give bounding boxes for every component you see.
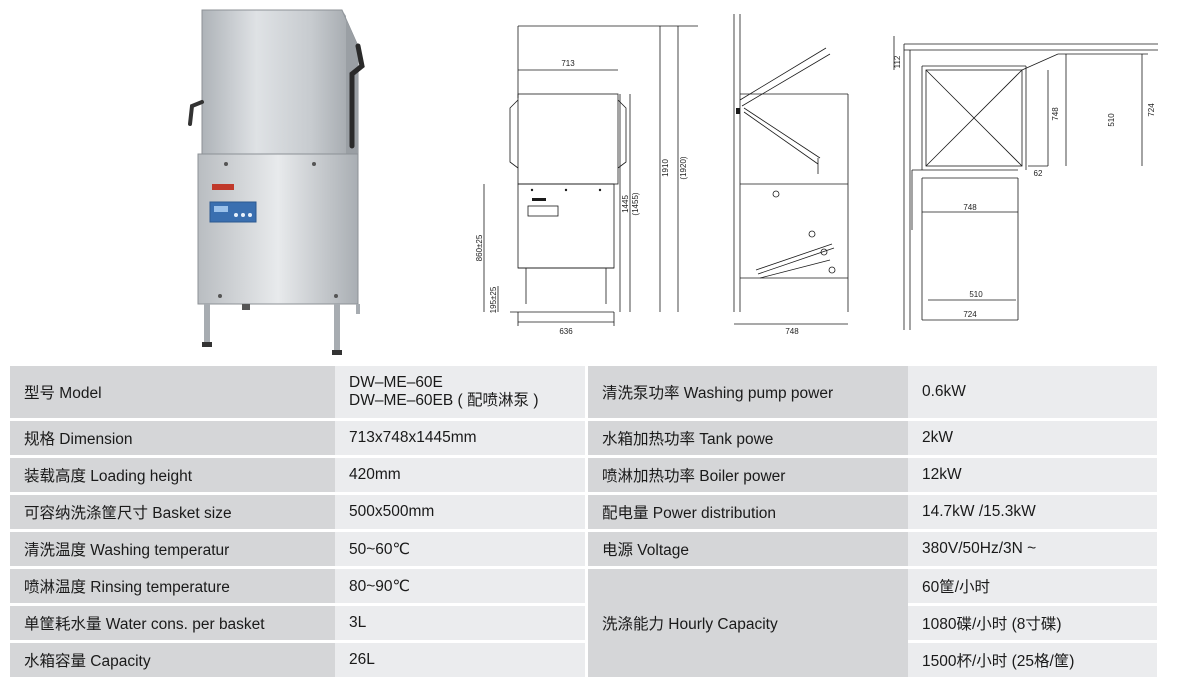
- spec-row-rinsing-temperature: 喷淋温度 Rinsing temperature 80~90℃ 洗涤能力 Hou…: [10, 569, 1157, 680]
- front-view-drawing: 713 1445 (1455) 1910 (1920) 860±25 195±2…: [475, 25, 698, 336]
- spec-row-water-consumption: 单筐耗水量 Water cons. per basket 3L 1080碟/小时…: [10, 606, 1157, 643]
- dim-plan-width: 748: [963, 203, 977, 212]
- dim-open-height: 1910: [661, 159, 670, 177]
- dim-plan-total: 724: [1147, 103, 1156, 117]
- spec-value: 80~90℃: [335, 569, 585, 606]
- spec-label: 可容纳洗涤筐尺寸 Basket size: [10, 495, 335, 532]
- spec-label: 型号 Model: [10, 366, 335, 421]
- spec-value: 1080碟/小时 (8寸碟): [908, 606, 1157, 643]
- spec-value: 3L: [335, 606, 585, 643]
- spec-value: 2kW: [908, 421, 1157, 458]
- spec-value: 380V/50Hz/3N ~: [908, 532, 1157, 569]
- spec-label: 配电量 Power distribution: [588, 495, 908, 532]
- dim-plan-top: 112: [893, 55, 902, 68]
- column-gap: [585, 421, 588, 458]
- dim-open-height-alt: (1920): [679, 156, 688, 179]
- dim-loading-height: 860±25: [475, 234, 484, 261]
- spec-label: 水箱加热功率 Tank powe: [588, 421, 908, 458]
- dim-height-alt: (1455): [631, 192, 640, 215]
- spec-label: 单筐耗水量 Water cons. per basket: [10, 606, 335, 643]
- spec-row-washing-temperature: 清洗温度 Washing temperatur 50~60℃ 电源 Voltag…: [10, 532, 1157, 569]
- spec-label: 装载高度 Loading height: [10, 458, 335, 495]
- spec-value: 420mm: [335, 458, 585, 495]
- spec-label-hourly-capacity: 洗涤能力 Hourly Capacity: [588, 569, 908, 680]
- dim-depth: 748: [785, 327, 799, 336]
- column-gap: [585, 569, 588, 606]
- spec-value: 1500杯/小时 (25格/筐): [908, 643, 1157, 680]
- spec-value: 12kW: [908, 458, 1157, 495]
- dim-plan-outer: 724: [963, 310, 977, 319]
- spec-row-loading-height: 装载高度 Loading height 420mm 喷淋加热功率 Boiler …: [10, 458, 1157, 495]
- dim-plan-basket: 510: [1107, 113, 1116, 127]
- dim-leg-height: 195±25: [489, 286, 498, 313]
- side-view-drawing: 748: [733, 14, 849, 336]
- spec-value: 50~60℃: [335, 532, 585, 569]
- dishwasher-photo: [188, 9, 365, 355]
- column-gap: [585, 495, 588, 532]
- spec-row-tank-capacity: 水箱容量 Capacity 26L 1500杯/小时 (25格/筐): [10, 643, 1157, 680]
- spec-value: 26L: [335, 643, 585, 680]
- dim-width: 713: [561, 59, 575, 68]
- spec-value: 0.6kW: [908, 366, 1157, 421]
- plan-view-drawing: 112 748 510 724 62 748 510 724: [893, 36, 1158, 330]
- dim-plan-offset: 62: [1034, 169, 1043, 178]
- spec-value-line: DW–ME–60E: [349, 374, 443, 391]
- dim-plan-depth: 748: [1051, 107, 1060, 121]
- spec-label: 喷淋加热功率 Boiler power: [588, 458, 908, 495]
- dim-base-width: 636: [559, 327, 573, 336]
- spec-label: 清洗温度 Washing temperatur: [10, 532, 335, 569]
- spec-label: 清洗泵功率 Washing pump power: [588, 366, 908, 421]
- spec-value-line: DW–ME–60EB ( 配喷淋泵 ): [349, 392, 539, 409]
- column-gap: [585, 532, 588, 569]
- column-gap: [585, 606, 588, 643]
- spec-label: 水箱容量 Capacity: [10, 643, 335, 680]
- spec-value: 500x500mm: [335, 495, 585, 532]
- spec-value: 713x748x1445mm: [335, 421, 585, 458]
- spec-row-basket-size: 可容纳洗涤筐尺寸 Basket size 500x500mm 配电量 Power…: [10, 495, 1157, 532]
- spec-value: 60筐/小时: [908, 569, 1157, 606]
- spec-label: 电源 Voltage: [588, 532, 908, 569]
- spec-label: 喷淋温度 Rinsing temperature: [10, 569, 335, 606]
- spec-label: 规格 Dimension: [10, 421, 335, 458]
- dim-plan-inner: 510: [969, 290, 983, 299]
- dim-height: 1445: [621, 195, 630, 213]
- column-gap: [585, 643, 588, 680]
- spec-row-dimension: 规格 Dimension 713x748x1445mm 水箱加热功率 Tank …: [10, 421, 1157, 458]
- column-gap: [585, 458, 588, 495]
- spec-value: 14.7kW /15.3kW: [908, 495, 1157, 532]
- column-gap: [585, 366, 588, 421]
